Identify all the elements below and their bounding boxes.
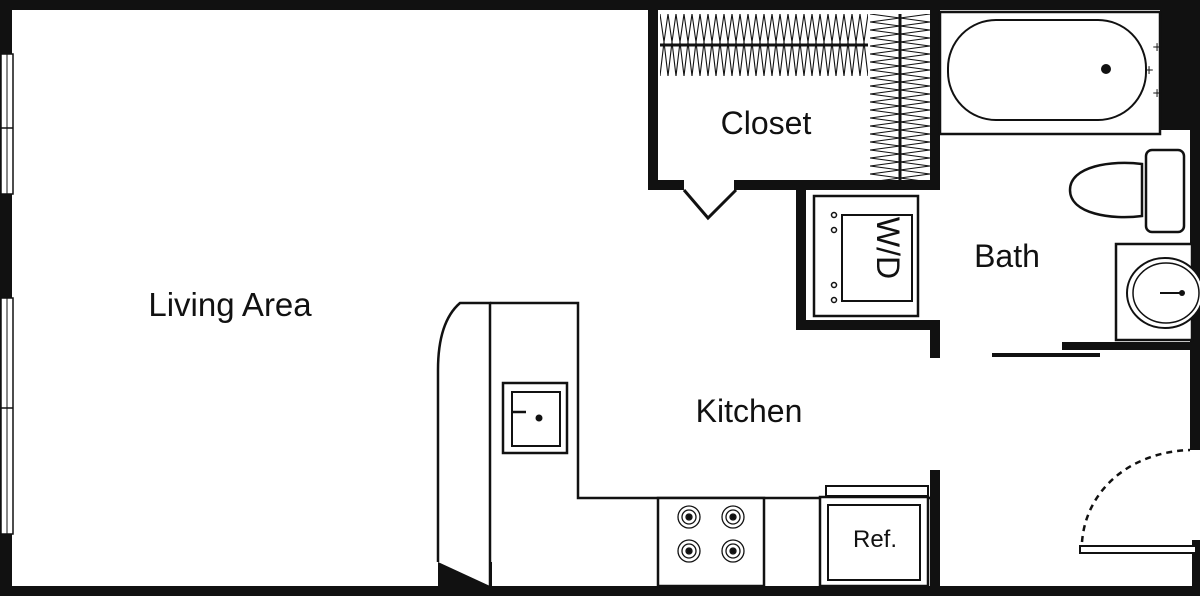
- kitchen-label: Kitchen: [696, 393, 803, 429]
- svg-text:+: +: [1152, 86, 1162, 100]
- svg-text:+: +: [1144, 63, 1154, 77]
- closet-rods: [660, 14, 930, 182]
- toilet: [1068, 148, 1186, 234]
- kitchen-sink: [501, 381, 569, 455]
- washer-dryer-label: W/D: [870, 217, 906, 279]
- closet-door-swing: [682, 188, 738, 221]
- svg-text:+: +: [1152, 40, 1162, 54]
- bath-sink: [1114, 242, 1200, 342]
- windows: [0, 53, 14, 535]
- living-area-label: Living Area: [148, 286, 312, 323]
- refrigerator-label: Ref.: [853, 526, 897, 553]
- washer-dryer: [812, 194, 920, 318]
- refrigerator: [818, 485, 930, 588]
- entry-door: [1079, 448, 1197, 554]
- stove: [656, 496, 766, 588]
- closet-label: Closet: [721, 105, 812, 141]
- bathtub: + + +: [938, 10, 1162, 136]
- bath-label: Bath: [974, 238, 1040, 274]
